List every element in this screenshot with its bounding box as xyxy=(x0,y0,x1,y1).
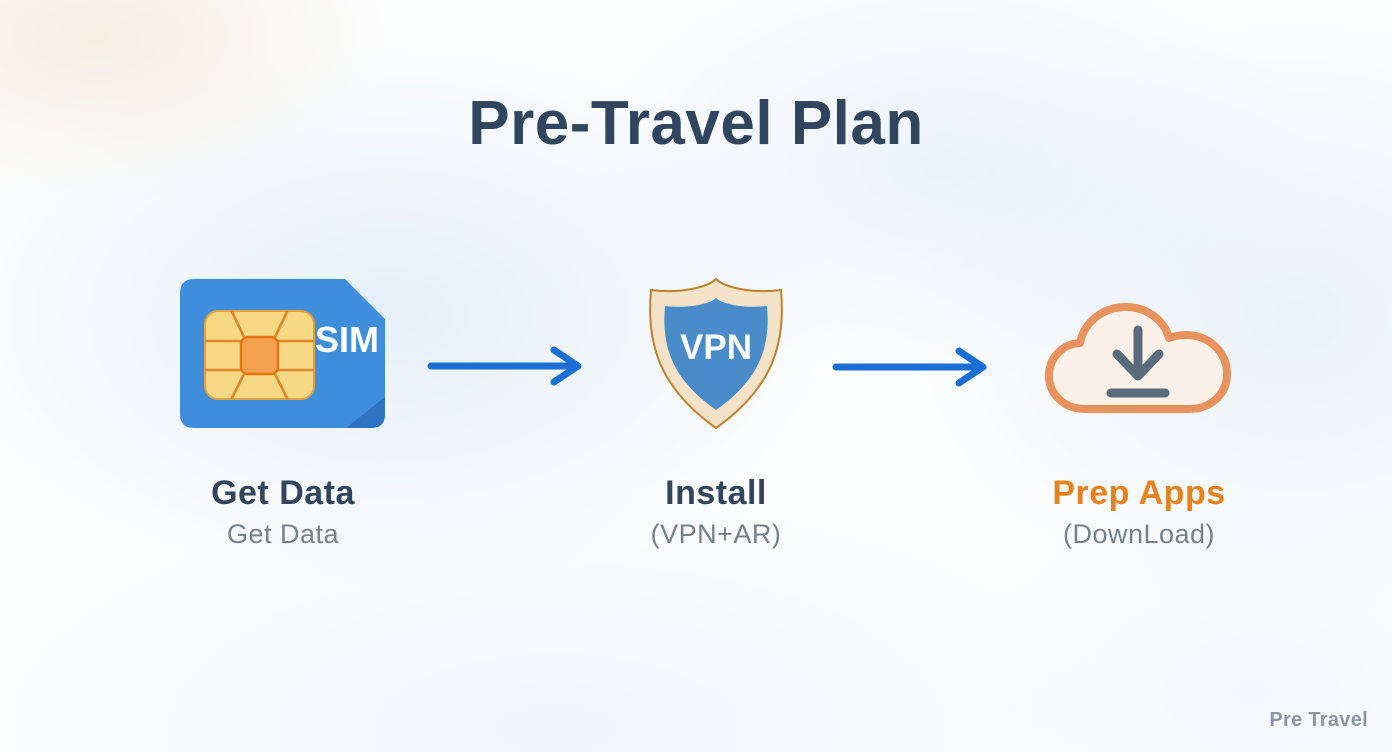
step-title: Get Data xyxy=(211,474,355,512)
step-subtitle: Get Data xyxy=(226,519,340,549)
sim-icon-label: SIM xyxy=(315,319,379,360)
flow-arrow-icon xyxy=(425,345,590,387)
flow-arrow-icon xyxy=(830,346,995,388)
sim-card-icon: SIM xyxy=(180,279,386,429)
vpn-shield-icon: VPN xyxy=(644,275,788,433)
watermark-text: Pre Travel xyxy=(1269,709,1368,731)
step-title: Prep Apps xyxy=(1052,474,1226,512)
vpn-icon-label: VPN xyxy=(680,328,752,367)
step-subtitle: (DownLoad) xyxy=(1062,519,1216,549)
page-title: Pre-Travel Plan xyxy=(468,89,924,158)
step-title: Install xyxy=(665,474,767,512)
cloud-download-icon xyxy=(1037,293,1241,427)
step-subtitle: (VPN+AR) xyxy=(650,519,782,549)
